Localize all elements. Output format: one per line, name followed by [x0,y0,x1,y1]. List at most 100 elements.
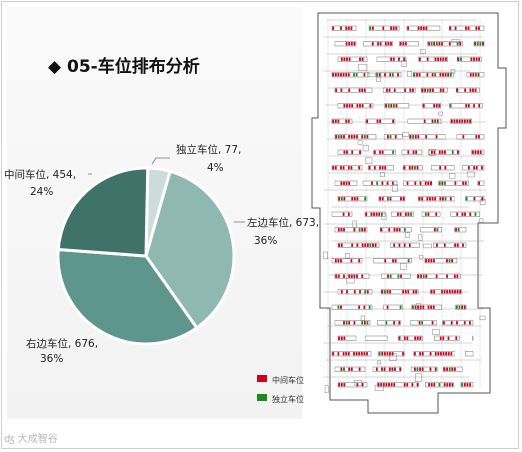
plan-stall-row [420,227,442,233]
plan-stall [429,88,432,92]
plan-stall [361,383,364,387]
plan-stall [427,259,430,263]
plan-structure [450,69,456,74]
plan-structure [479,218,484,223]
plan-stall [368,166,371,170]
plan-stall [471,212,474,216]
plan-stall [462,26,465,30]
plan-stall [393,243,396,247]
plan-stall [334,119,337,123]
plan-stall [389,197,392,201]
plan-stall [363,321,366,325]
plan-stall [441,150,444,154]
plan-stall [343,57,346,61]
plan-stall [347,212,350,216]
page-title: ◆ 05-车位排布分析 [48,57,200,77]
plan-stall [409,336,411,340]
plan-stall [345,88,348,92]
plan-stall [383,88,386,92]
plan-stall [340,290,343,294]
plan-stall [438,383,441,387]
plan-stall [353,305,355,309]
plan-stall [384,259,387,263]
plan-stall [434,336,437,340]
plan-stall [395,57,398,61]
plan-stall [342,26,345,30]
plan-stall [451,212,453,216]
plan-structure [377,360,381,365]
plan-stall [433,135,435,139]
plan-stall [422,181,424,185]
pie-slice-左边车位 [144,169,236,330]
plan-stall [332,212,335,216]
plan-stall-row [410,320,437,326]
plan-stall [340,243,343,247]
plan-stall [367,212,370,216]
plan-stall [426,367,429,371]
plan-stall [402,259,405,263]
plan-stall [356,57,359,61]
plan-stall [444,166,447,170]
plan-stall [405,104,408,108]
plan-structure [381,213,387,220]
plan-stall [439,73,442,77]
plan-stall [470,135,473,139]
plan-stall [464,88,467,92]
plan-stall [448,274,451,278]
plan-stall [442,352,445,356]
plan-stall [369,88,371,92]
plan-stall [373,150,376,154]
plan-structure [422,243,432,249]
plan-stall [429,197,431,201]
plan-stall [398,228,401,232]
plan-stall [358,274,361,278]
plan-stall [348,274,351,278]
plan-stall [376,181,379,185]
plan-stall [394,305,397,309]
plan-stall [340,88,343,92]
plan-stall [404,88,407,92]
plan-stall [428,42,430,46]
plan-stall [378,212,381,216]
plan-stall [452,104,455,108]
plan-stall [446,243,449,247]
plan-stall [435,104,438,108]
plan-stall [383,367,386,371]
plan-stall [416,383,419,387]
plan-stall [399,259,402,263]
plan-stall [402,290,405,294]
plan-stall [443,321,445,325]
plan-stall [353,104,356,108]
plan-stall [419,181,422,185]
plan-stall [382,42,385,46]
plan-stall [399,212,402,216]
plan-stall [443,290,446,294]
plan-stall [463,119,466,123]
plan-stall [392,150,394,154]
plan-stall [395,383,398,387]
plan-stall [387,57,390,61]
plan-stall [438,150,441,154]
plan-stall [395,321,398,325]
plan-stall [454,104,457,108]
plan-stall [480,135,483,139]
plan-stall [430,274,433,278]
plan-stall [418,57,421,61]
plan-stall [446,290,449,294]
plan-stall [446,259,448,263]
plan-stall [470,166,473,170]
plan-stall [378,352,381,356]
plan-stall [438,305,440,309]
plan-stall [347,26,350,30]
plan-stall [397,197,400,201]
plan-stall [460,104,462,108]
plan-stall [363,181,366,185]
slice-label-右边车位: 右边车位, 676, [26,337,98,350]
plan-stall [464,181,467,185]
plan-stall [340,259,342,263]
plan-stall [337,352,340,356]
plan-stall [403,104,406,108]
plan-stall [372,243,374,247]
plan-stall [373,166,376,170]
plan-stall [335,135,338,139]
